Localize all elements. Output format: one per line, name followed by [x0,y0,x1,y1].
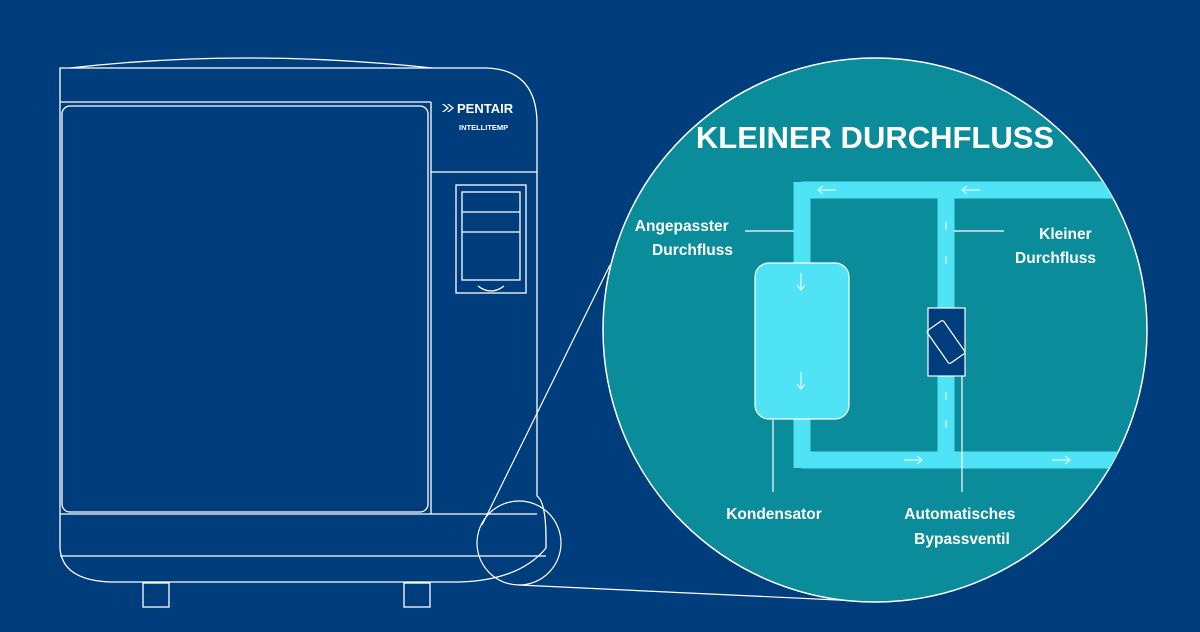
condenser-tank [754,262,850,420]
bypass-valve [926,307,966,377]
zoom-line-upper [481,264,611,526]
label-small-flow: Kleiner Durchfluss [1015,226,1096,267]
leader-lines [745,230,1004,492]
flow-arrow-down-icon [796,372,806,390]
zoom-indicator [476,264,881,603]
label-adjusted-flow-line2: Durchfluss [652,242,733,259]
label-bypass-valve-line1: Automatisches [904,506,1015,523]
label-bypass-valve: Automatisches Bypassventil [904,506,1019,548]
flow-arrows [817,185,1071,465]
label-bypass-valve-line2: Bypassventil [914,531,1010,548]
brand-logo: PENTAIR INTELLITEMP [442,101,514,132]
flow-arrow-right-icon [1052,455,1071,465]
control-window-tab [477,285,505,292]
unit-body [59,67,547,583]
zoom-line-lower [518,584,881,603]
label-adjusted-flow: Angepasster Durchfluss [635,218,733,259]
product-name: INTELLITEMP [459,123,508,132]
label-small-flow-line2: Durchfluss [1015,250,1096,267]
flow-arrow-down-icon [796,273,806,291]
condenser-arrows [796,273,806,390]
heat-pump-unit [59,57,547,608]
bypass-valve-gate-icon [926,320,966,364]
unit-front-panel [61,105,429,513]
unit-foot [142,582,170,608]
control-window [461,191,521,281]
flow-arrow-right-icon [904,455,923,465]
label-condenser: Kondensator [726,506,822,523]
label-adjusted-flow-line1: Angepasster [635,218,729,235]
flow-arrow-left-icon [961,185,980,195]
detail-title: KLEINER DURCHFLUSS [696,120,1054,155]
unit-lid [69,57,433,69]
pentair-chevron-logo-icon [442,104,454,112]
control-window-frame [455,184,527,294]
brand-name: PENTAIR [457,101,514,116]
unit-foot [403,582,431,608]
label-small-flow-line1: Kleiner [1039,226,1092,243]
flow-arrow-left-icon [817,185,836,195]
